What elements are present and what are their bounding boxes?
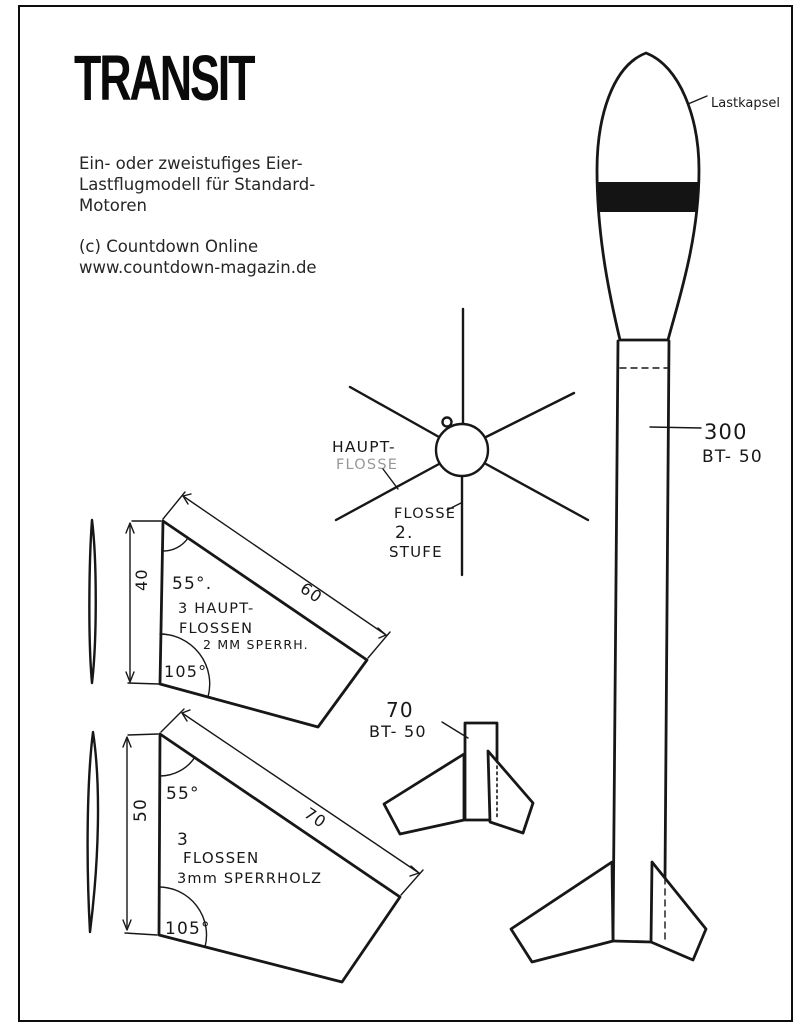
- rocket-side-view: Lastkapsel 300 BT- 50: [509, 51, 780, 964]
- stage2-fin-note-line1: 3: [177, 830, 189, 850]
- booster-fin-left: [382, 752, 466, 836]
- booster-fin-right: [486, 749, 535, 835]
- body-tube-left-edge: [611, 339, 620, 943]
- main-fin-tip-angle-arc: [162, 537, 189, 552]
- stage2-fin-edge-ext-left: [160, 708, 185, 733]
- main-fin-root-angle-arc: [159, 633, 211, 698]
- main-fin-tip-angle: 55°.: [172, 574, 212, 594]
- body-tube-bottom: [611, 939, 653, 944]
- main-fin-note-line1: 3 HAUPT-: [178, 601, 254, 617]
- stage2-fin-tip-angle: 55°: [166, 784, 200, 804]
- main-fin-edge-dim: 60: [297, 579, 326, 607]
- stage2-fin-label-line3: STUFE: [389, 543, 443, 561]
- main-fin-root-angle: 105°: [164, 662, 207, 681]
- page-border: [18, 5, 793, 1022]
- main-fin-edge-dim-arrow-left: [182, 493, 192, 505]
- main-fin-root-dim: 40: [132, 568, 151, 591]
- booster-leader-line: [441, 721, 469, 739]
- main-fin-airfoil-section: [88, 518, 97, 685]
- stage2-fin-label-line2: 2.: [395, 523, 414, 543]
- capsule-label: Lastkapsel: [711, 96, 780, 111]
- subtitle-line-3: Motoren: [79, 196, 147, 215]
- main-fin-root-ext-bottom: [127, 682, 160, 685]
- subtitle-line-2: Lastflugmodell für Standard-: [79, 175, 316, 194]
- stage2-fin-note-line3: 3mm SPERRHOLZ: [177, 871, 322, 887]
- main-fin-root-dim-arrow-top: [125, 522, 135, 534]
- credit-line: (c) Countdown Online: [79, 237, 259, 256]
- stage2-fin-tip-angle-arc: [159, 756, 196, 777]
- subtitle-line-1: Ein- oder zweistufiges Eier-: [79, 154, 303, 173]
- main-fin-leader: [382, 468, 399, 490]
- fin-spoke-southeast: [484, 462, 590, 522]
- credit: (c) Countdown Online www.countdown-magaz…: [79, 236, 317, 278]
- stage2-fin-template: 50 70 55° 105° 3 FLOSSEN 3mm SPERRHOLZ: [86, 708, 424, 984]
- stage2-fin-leader: [446, 502, 462, 511]
- main-fin-label-line2: FLOSSE: [336, 457, 398, 473]
- stage2-fin-outline: [157, 732, 402, 984]
- fin-spoke-northwest: [348, 385, 441, 439]
- rear-fin-left: [509, 860, 615, 964]
- launch-lug-mark: [441, 416, 453, 428]
- stage2-fin-edge-dim-arrow-left: [181, 709, 191, 722]
- main-fin-edge-dim-arrow-right: [377, 627, 387, 639]
- body-length-dim: 300: [704, 420, 748, 444]
- stage2-fin-edge-dim: 70: [301, 804, 330, 832]
- stage2-fin-root-angle: 105°: [165, 919, 211, 939]
- booster-length-dim: 70: [386, 698, 414, 722]
- stage2-fin-edge-dim-arrow-right: [409, 865, 420, 877]
- subtitle: Ein- oder zweistufiges Eier- Lastflugmod…: [79, 153, 315, 216]
- capsule-leader-line: [687, 95, 708, 105]
- body-length-leader: [649, 426, 702, 429]
- capsule-stripe: [598, 182, 698, 212]
- main-fin-edge-ext-right: [367, 631, 391, 659]
- fin-spoke-northeast: [484, 391, 576, 439]
- body-tube-cross-section: [434, 422, 490, 478]
- main-fin-note-line3: 2 MM SPERRH.: [203, 637, 309, 652]
- fin-arrangement-top-view: HAUPT- FLOSSE FLOSSE 2. STUFE: [332, 307, 590, 577]
- stage2-fin-root-ext-bottom: [124, 932, 158, 936]
- stage2-fin-root-dim-arrow-top: [122, 736, 132, 748]
- main-fin-edge-dim-line: [182, 495, 387, 636]
- stage2-fin-edge-ext-right: [400, 869, 424, 896]
- page-title: TRANSIT: [74, 42, 256, 114]
- body-tube-right-edge: [663, 339, 671, 880]
- main-fin-root-dim-arrow-bottom: [125, 671, 135, 683]
- fin-spoke-southwest: [334, 462, 441, 522]
- booster-stage-view: 70 BT- 50: [369, 698, 535, 836]
- stage2-fin-root-dim: 50: [131, 798, 151, 822]
- main-fin-template: 40 60 55°. 105° 3 HAUPT- FLOSSEN 2 MM SP…: [88, 491, 391, 729]
- main-fin-outline: [158, 519, 369, 729]
- stage2-fin-root-angle-arc: [158, 886, 208, 948]
- stage2-fin-airfoil-section: [86, 730, 100, 934]
- main-fin-note-line2: FLOSSEN: [179, 621, 253, 637]
- body-tube-label: BT- 50: [702, 447, 763, 467]
- stage2-fin-note-line2: FLOSSEN: [183, 849, 259, 867]
- stage2-fin-root-dim-arrow-bottom: [122, 919, 132, 931]
- main-fin-label-line1: HAUPT-: [332, 438, 396, 456]
- booster-tube-label: BT- 50: [369, 722, 427, 741]
- main-fin-edge-ext-left: [162, 491, 186, 520]
- stage2-fin-label-line1: FLOSSE: [394, 506, 456, 522]
- stage2-fin-root-ext-top: [127, 733, 159, 736]
- stage2-fin-edge-dim-line: [181, 712, 420, 874]
- rear-fin-right: [649, 860, 708, 962]
- credit-url: www.countdown-magazin.de: [79, 258, 317, 277]
